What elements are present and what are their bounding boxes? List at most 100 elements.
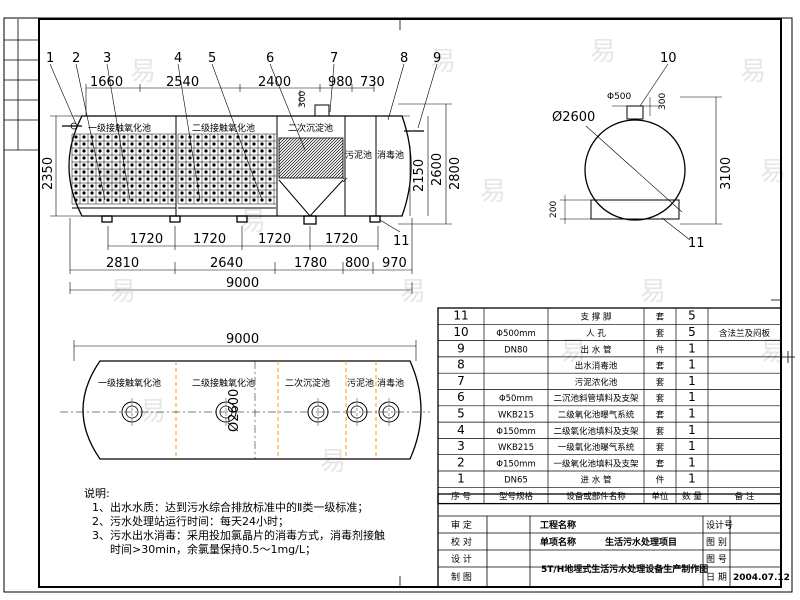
callout-7: 7 [330,51,338,66]
dim-seg-1: 2810 [106,256,139,271]
bom-cell-name: 支 撑 脚 [581,312,612,323]
bom-cell-spec: Φ150mm [496,427,535,437]
bom-cell-no: 5 [457,407,465,421]
bom-cell-unit: 套 [656,410,665,421]
bom-cell-no: 4 [457,423,465,437]
dim-right-2: 2600 [430,153,445,186]
plan-chamber-5: 消毒池 [377,377,404,389]
callout-numbers: 1 2 3 4 5 6 7 8 9 10 11 11 [46,51,705,251]
callout-8: 8 [400,51,408,66]
bom-cell-unit: 套 [656,312,665,323]
bom-cell-qty: 1 [688,358,696,372]
watermark-glyph: 易 [130,57,156,87]
plan-diameter: Ø2600 [227,389,242,432]
notes-line-1: 1、出水水质：达到污水综合排放标准中的Ⅱ类一级标准； [92,500,368,514]
side-view-labels: 一级接触氧化池 二级接触氧化池 二次沉淀池 污泥池 消毒池 [88,122,404,161]
bom-cell-name: 进 水 管 [581,475,612,486]
bom-cell-spec: DN65 [504,476,528,486]
callout-9: 9 [433,51,441,66]
bom-cell-no: 6 [457,390,465,404]
bom-cell-name: 二级氧化池曝气系统 [558,410,635,421]
dim-seg-2: 2640 [210,256,243,271]
watermark-glyph: 易 [560,337,586,367]
bom-cell-no: 11 [453,309,468,323]
end-foot-h: 200 [549,201,559,218]
plan-chamber-3: 二次沉淀池 [285,377,330,389]
bom-cell-qty: 1 [688,407,696,421]
dim-support-2: 1720 [193,232,226,247]
bom-cell-name: 一级氧化池填料及支架 [553,458,639,469]
watermark-glyph: 易 [760,337,786,367]
tb-right-3: 图 号 [706,554,727,565]
bom-header-no: 序 号 [451,491,471,502]
dim-left-2350: 2350 [41,157,56,190]
bom-cell-qty: 1 [688,374,696,388]
bom-header-note: 备 注 [735,491,755,502]
side-chamber-2: 二级接触氧化池 [192,122,255,134]
side-chamber-5: 消毒池 [377,149,404,161]
dim-top-1: 1660 [90,75,123,90]
manhole-outer [121,401,143,423]
manhole-outer [307,401,329,423]
tb-right-4: 日 期 [706,572,727,583]
title-block-text: 审 定 校 对 设 计 制 图 工程名称 单项名称 生活污水处理项目 5T/H地… [451,519,790,583]
bom-header-name: 设备或部件名称 [566,491,626,502]
bom-cell-qty: 1 [688,423,696,437]
bom-header-qty: 数 量 [682,491,702,502]
watermark-glyph: 易 [760,157,786,187]
plan-chamber-1: 一级接触氧化池 [98,377,161,389]
inner-frame [38,18,782,588]
bom-cell-qty: 5 [688,309,696,323]
tb-label-2: 校 对 [451,536,472,548]
bom-cell-qty: 1 [688,341,696,355]
bom-cell-spec: WKB215 [498,443,534,453]
tb-label-4: 制 图 [451,571,472,583]
watermark-glyph: 易 [100,167,126,197]
title-block [437,493,782,588]
bom-cell-name: 一级氧化池曝气系统 [558,442,635,453]
end-view-text: Φ500 300 Ø2600 3100 200 [549,92,734,218]
side-dim-lines [50,84,452,294]
dim-seg-5: 970 [382,256,407,271]
tank-outline-side [68,115,412,217]
side-chamber-4: 污泥池 [345,149,372,161]
bom-cell-spec: DN80 [504,345,528,355]
bom-header-spec: 型号规格 [499,491,534,502]
bom-cell-no: 3 [457,439,465,453]
watermark-glyph: 易 [590,37,616,67]
dim-right-3: 2800 [448,157,463,190]
watermark-layer: 易易易易易易易易易易易易易易易 [100,37,786,477]
media-grid-stage2 [177,133,276,209]
plan-manholes [121,398,400,426]
side-view [62,104,424,225]
tube-settler-hatch [278,137,348,183]
bom-cell-name: 污泥浓化池 [575,377,618,388]
bom-cell-no: 1 [457,472,465,486]
end-manhole-h: 300 [658,93,668,110]
callout-6: 6 [266,51,274,66]
manhole-outer [346,401,368,423]
callout-4: 4 [174,51,182,66]
tb-right-2: 图 别 [706,537,727,548]
manhole-outer [378,401,400,423]
bom-cell-unit: 套 [656,377,665,388]
callout-leaders [49,63,691,241]
callout-1: 1 [46,51,54,66]
plan-view [60,340,430,460]
binding-strip [4,19,39,151]
tank-section-circle [584,119,686,221]
bom-cell-qty: 1 [688,455,696,469]
bom-cell-unit: 套 [656,328,665,339]
bom-cell-no: 8 [457,358,465,372]
media-grid-stage1 [71,133,177,209]
dim-total-side: 9000 [226,276,259,291]
callout-11-side: 11 [393,234,410,249]
bom-cell-name: 出 水 管 [581,344,612,355]
side-chamber-3: 二次沉淀池 [288,122,333,134]
bom-cell-spec: WKB215 [498,411,534,421]
dim-seg-4: 800 [345,256,370,271]
end-height: 3100 [719,157,734,190]
